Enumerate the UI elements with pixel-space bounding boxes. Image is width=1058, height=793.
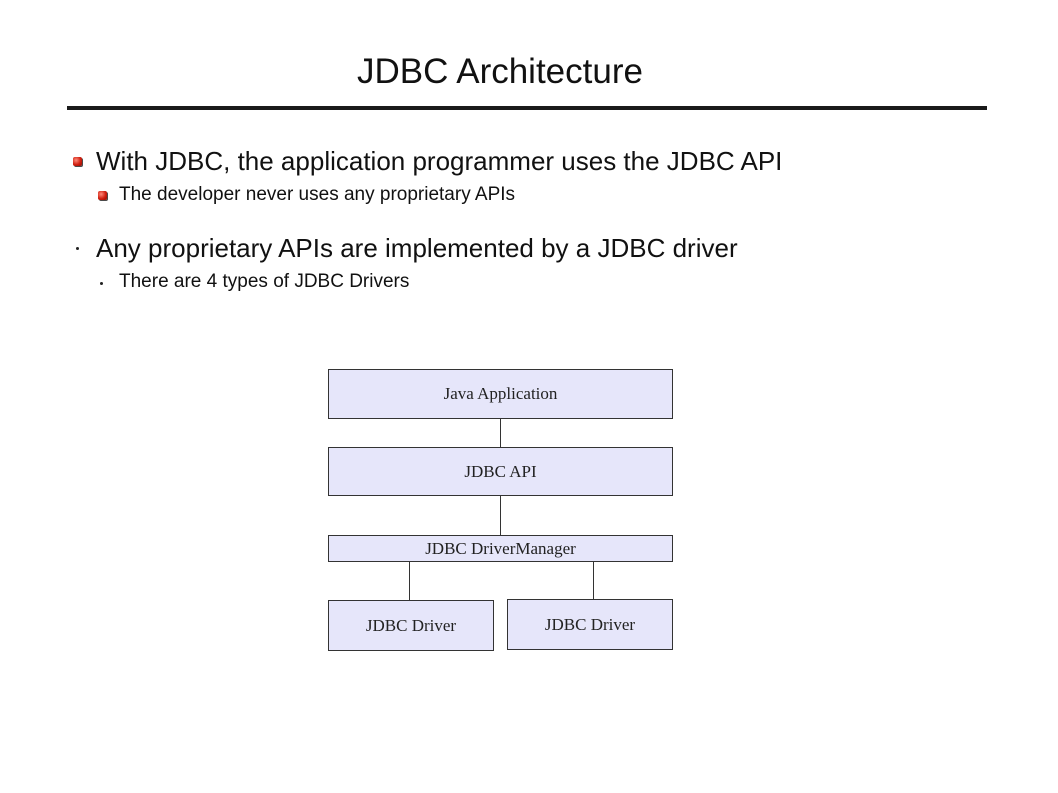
title-underline bbox=[67, 106, 987, 110]
java-application-box: Java Application bbox=[328, 369, 673, 419]
slide-title: JDBC Architecture bbox=[357, 52, 643, 91]
bullet-2: Any proprietary APIs are implemented by … bbox=[96, 233, 738, 263]
connector-app-to-api bbox=[500, 419, 501, 447]
jdbc-driver-left-box: JDBC Driver bbox=[328, 600, 494, 651]
connector-api-to-manager bbox=[500, 496, 501, 535]
jdbc-driver-right-box: JDBC Driver bbox=[507, 599, 673, 650]
jdbc-api-box: JDBC API bbox=[328, 447, 673, 496]
connector-manager-to-right-driver bbox=[593, 562, 594, 599]
bullet-1-sub: The developer never uses any proprietary… bbox=[119, 184, 516, 205]
dot-bullet-icon bbox=[100, 282, 103, 285]
red-square-bullet-icon bbox=[98, 191, 107, 200]
dot-bullet-icon bbox=[76, 247, 79, 250]
bullet-1: With JDBC, the application programmer us… bbox=[96, 146, 783, 176]
red-square-bullet-icon bbox=[73, 157, 82, 166]
connector-manager-to-left-driver bbox=[409, 562, 410, 600]
driver-manager-box: JDBC DriverManager bbox=[328, 535, 673, 562]
bullet-2-sub: There are 4 types of JDBC Drivers bbox=[119, 271, 410, 292]
